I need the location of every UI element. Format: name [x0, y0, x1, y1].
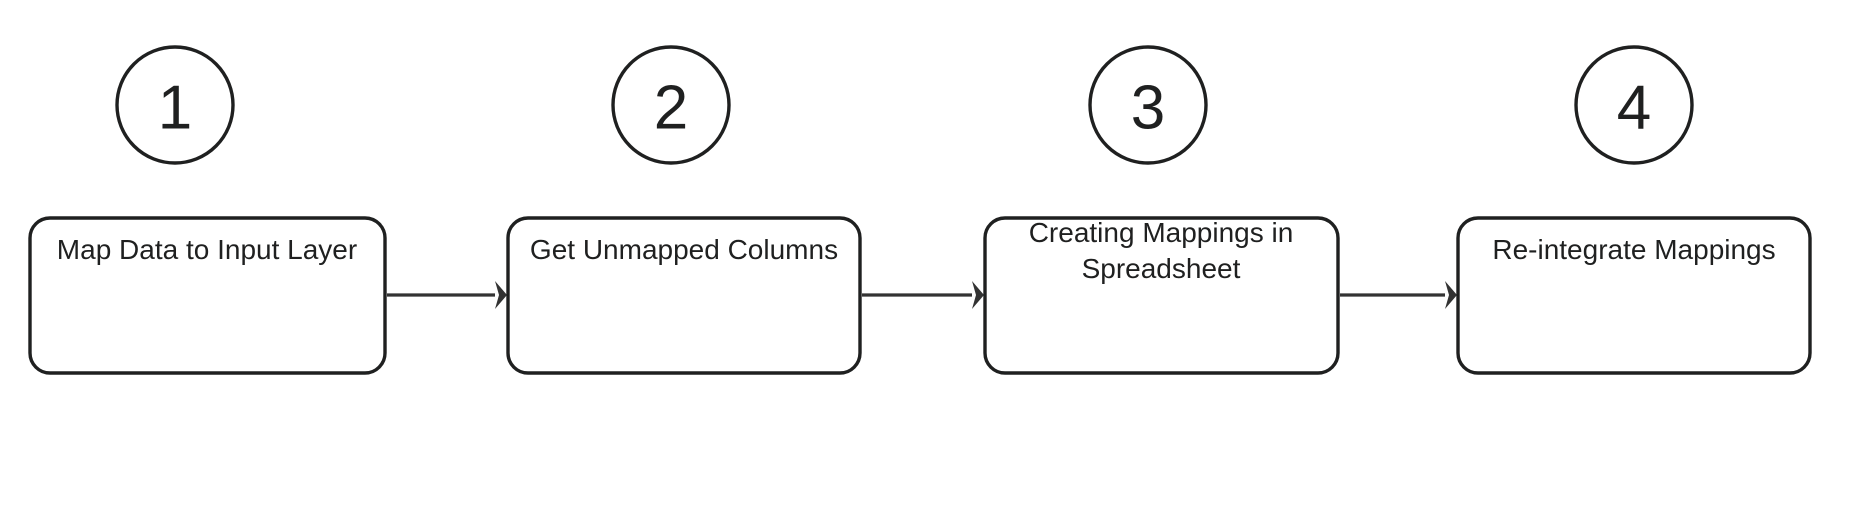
process-box-label-2: Get Unmapped Columns	[530, 234, 838, 265]
process-box-label-1: Map Data to Input Layer	[57, 234, 357, 265]
step-number-label-4: 4	[1617, 74, 1651, 143]
step-group-3[interactable]: 3 Creating Mappings in Spreadsheet	[983, 45, 1340, 375]
arrowhead-icon-2-to-3	[972, 281, 984, 309]
step-number-label-2: 2	[654, 74, 688, 143]
step-number-label-3: 3	[1131, 74, 1165, 143]
connector-arrow-2-to-3	[862, 281, 984, 309]
process-box-4[interactable]	[1456, 216, 1812, 375]
connector-arrow-1-to-2	[387, 281, 507, 309]
process-box-2[interactable]	[506, 216, 862, 375]
process-box-label-4: Re-integrate Mappings	[1492, 234, 1775, 265]
process-box-3[interactable]	[983, 216, 1340, 375]
step-number-circle-4[interactable]	[1574, 45, 1694, 165]
process-box-1[interactable]	[28, 216, 387, 375]
arrowhead-icon-1-to-2	[495, 281, 507, 309]
step-group-2[interactable]: 2 Get Unmapped Columns	[506, 45, 862, 375]
step-number-circle-3[interactable]	[1088, 45, 1208, 165]
process-box-label-3-line-2: Spreadsheet	[1082, 253, 1241, 284]
step-number-circle-1[interactable]	[115, 45, 235, 165]
step-number-circle-2[interactable]	[611, 45, 731, 165]
arrowhead-icon-3-to-4	[1445, 281, 1457, 309]
step-group-4[interactable]: 4 Re-integrate Mappings	[1456, 45, 1812, 375]
step-number-label-1: 1	[158, 74, 192, 143]
step-group-1[interactable]: 1 Map Data to Input Layer	[28, 45, 387, 375]
connector-arrow-3-to-4	[1340, 281, 1457, 309]
process-box-label-3-line-1: Creating Mappings in	[1029, 217, 1294, 248]
